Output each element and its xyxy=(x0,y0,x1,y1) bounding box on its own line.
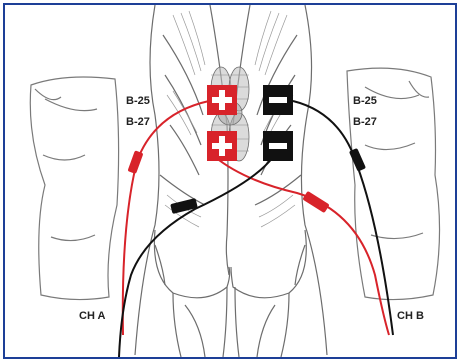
black-lead-a xyxy=(119,157,273,357)
pillow-left xyxy=(30,77,118,300)
gluteal-outline xyxy=(154,230,306,357)
connector-black-right xyxy=(349,148,366,172)
negative-terminal-bottom xyxy=(263,131,293,161)
positive-terminal-top xyxy=(207,85,237,115)
negative-terminal-top xyxy=(263,85,293,115)
connector-red-mid xyxy=(302,191,329,213)
diagram-frame: B-25 B-27 B-25 B-27 CH A CH B xyxy=(3,3,457,359)
positive-terminal-bottom xyxy=(207,131,237,161)
minus-icon xyxy=(269,97,287,103)
label-right-b25: B-25 xyxy=(353,95,377,107)
label-left-b25: B-25 xyxy=(126,95,150,107)
electrode-placement-diagram: B-25 B-27 B-25 B-27 CH A CH B xyxy=(5,5,455,357)
label-right-b27: B-27 xyxy=(353,116,377,128)
label-channel-a: CH A xyxy=(79,310,106,322)
connector-red-left xyxy=(127,150,143,174)
label-left-b27: B-27 xyxy=(126,116,150,128)
lead-wires xyxy=(119,101,393,357)
body-outline xyxy=(135,5,327,355)
label-channel-b: CH B xyxy=(397,310,424,322)
minus-icon xyxy=(269,143,287,149)
red-lead-a xyxy=(123,101,209,335)
